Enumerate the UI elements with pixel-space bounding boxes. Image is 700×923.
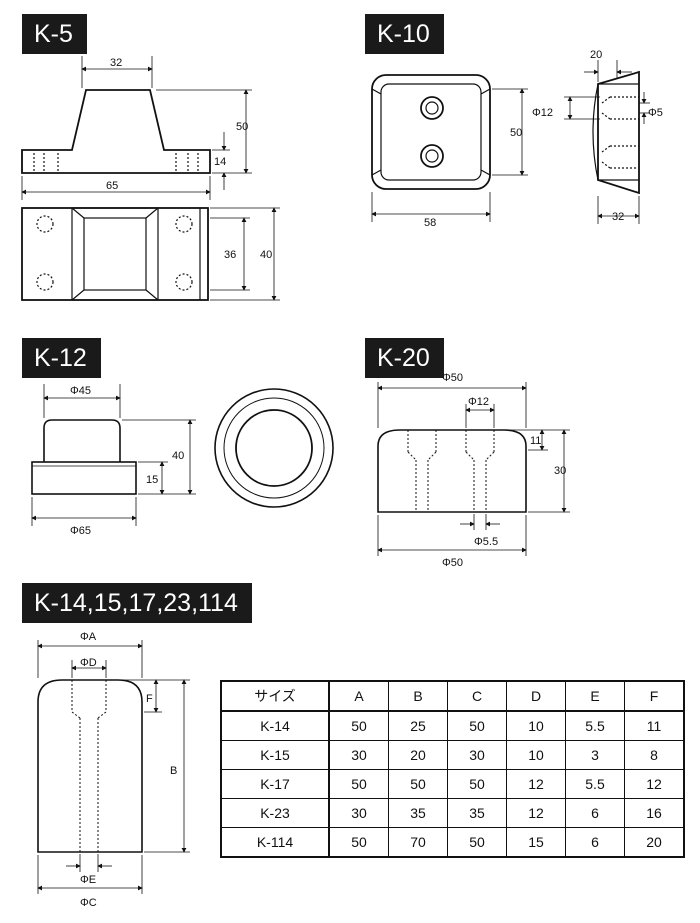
table-cell: 6 bbox=[565, 798, 625, 828]
table-cell: 16 bbox=[624, 798, 685, 828]
table-cell: 50 bbox=[388, 769, 448, 799]
table-cell: 12 bbox=[506, 769, 566, 799]
k12-top-dia-label: Φ45 bbox=[70, 385, 91, 397]
table-cell: K-114 bbox=[220, 827, 330, 858]
table-cell: 35 bbox=[447, 798, 507, 828]
table-cell: 35 bbox=[388, 798, 448, 828]
header-cell: D bbox=[506, 680, 566, 712]
k12-height-label: 40 bbox=[172, 450, 184, 462]
table-cell: 50 bbox=[328, 710, 389, 741]
table-cell: K-15 bbox=[220, 740, 330, 770]
table-row: K-23 30 35 35 12 6 16 bbox=[220, 798, 685, 828]
table-cell: 8 bbox=[624, 740, 685, 770]
table-cell: 5.5 bbox=[565, 710, 625, 741]
k12-base-height-label: 15 bbox=[146, 474, 158, 486]
k14-b-label: B bbox=[170, 765, 177, 777]
k10-dimensions bbox=[371, 60, 650, 224]
header-cell: A bbox=[328, 680, 389, 712]
table-header-row: サイズ A B C D E F bbox=[220, 680, 685, 712]
k5-title: K-5 bbox=[22, 14, 87, 54]
k20-bottom-dia-label: Φ50 bbox=[442, 557, 463, 569]
table-row: K-17 50 50 50 12 5.5 12 bbox=[220, 769, 685, 799]
table-cell: 30 bbox=[328, 798, 389, 828]
table-row: K-14 50 25 50 10 5.5 11 bbox=[220, 710, 685, 741]
k14-d-label: ΦD bbox=[80, 657, 97, 669]
header-cell: F bbox=[624, 680, 685, 712]
k20-hole-label: Φ12 bbox=[468, 396, 489, 408]
k10-title: K-10 bbox=[365, 14, 444, 54]
table-cell: 10 bbox=[506, 740, 566, 770]
k10-hole-inner-label: Φ5 bbox=[648, 107, 663, 119]
k10-drawing bbox=[371, 70, 640, 195]
table-cell: K-23 bbox=[220, 798, 330, 828]
table-cell: 30 bbox=[328, 740, 389, 770]
k20-drawing bbox=[377, 429, 527, 513]
k14-f-label: F bbox=[146, 693, 153, 705]
k5-base-height-label: 14 bbox=[214, 156, 226, 168]
table-cell: 50 bbox=[328, 827, 389, 858]
k20-top-dia-label: Φ50 bbox=[442, 372, 463, 384]
table-row: K-15 30 20 30 10 3 8 bbox=[220, 740, 685, 770]
k10-height-label: 50 bbox=[510, 127, 522, 139]
header-cell: サイズ bbox=[220, 680, 330, 712]
k5-inner-label: 36 bbox=[224, 249, 236, 261]
table-cell: 70 bbox=[388, 827, 448, 858]
k5-width-label: 40 bbox=[260, 249, 272, 261]
k20-height-label: 30 bbox=[554, 465, 566, 477]
table-cell: 10 bbox=[506, 710, 566, 741]
table-cell: 3 bbox=[565, 740, 625, 770]
k20-title: K-20 bbox=[365, 338, 444, 378]
k14-title: K-14,15,17,23,114 bbox=[22, 583, 252, 623]
k10-width-label: 58 bbox=[424, 217, 436, 229]
table-cell: 50 bbox=[328, 769, 389, 799]
k10-depth-label: 32 bbox=[612, 211, 624, 223]
table-cell: 12 bbox=[506, 798, 566, 828]
k14-e-label: ΦE bbox=[80, 874, 96, 886]
table-row: K-114 50 70 50 15 6 20 bbox=[220, 827, 685, 858]
k5-top-width-label: 32 bbox=[110, 57, 122, 69]
table-cell: 20 bbox=[388, 740, 448, 770]
k12-title: K-12 bbox=[22, 338, 101, 378]
table-cell: 11 bbox=[624, 710, 685, 741]
k10-side-top-label: 20 bbox=[590, 49, 602, 61]
k5-drawing bbox=[21, 89, 211, 301]
k14-dimensions bbox=[37, 640, 190, 894]
table-cell: K-14 bbox=[220, 710, 330, 741]
k5-height-label: 50 bbox=[236, 121, 248, 133]
header-cell: C bbox=[447, 680, 507, 712]
k14-c-label: ΦC bbox=[80, 897, 97, 909]
table-cell: 50 bbox=[447, 710, 507, 741]
table-cell: 50 bbox=[447, 769, 507, 799]
header-cell: E bbox=[565, 680, 625, 712]
table-cell: 5.5 bbox=[565, 769, 625, 799]
k20-dimensions bbox=[377, 382, 570, 556]
table-cell: 20 bbox=[624, 827, 685, 858]
k10-hole-outer-label: Φ12 bbox=[532, 107, 553, 119]
table-cell: 12 bbox=[624, 769, 685, 799]
k12-dimensions bbox=[31, 384, 196, 526]
k5-length-label: 65 bbox=[106, 180, 118, 192]
table-cell: 25 bbox=[388, 710, 448, 741]
table-cell: 6 bbox=[565, 827, 625, 858]
k12-base-dia-label: Φ65 bbox=[70, 525, 91, 537]
table-cell: 15 bbox=[506, 827, 566, 858]
k20-small-hole-label: Φ5.5 bbox=[474, 536, 498, 548]
header-cell: B bbox=[388, 680, 448, 712]
table-cell: K-17 bbox=[220, 769, 330, 799]
k5-dimensions bbox=[21, 56, 280, 301]
k14-a-label: ΦA bbox=[80, 631, 97, 643]
table-cell: 30 bbox=[447, 740, 507, 770]
k20-chamfer-label: 11 bbox=[530, 435, 541, 447]
table-cell: 50 bbox=[447, 827, 507, 858]
k14-drawing bbox=[37, 679, 143, 853]
size-table: サイズ A B C D E F K-14 50 25 50 10 5.5 11 … bbox=[220, 680, 685, 858]
k12-drawing bbox=[31, 388, 334, 508]
